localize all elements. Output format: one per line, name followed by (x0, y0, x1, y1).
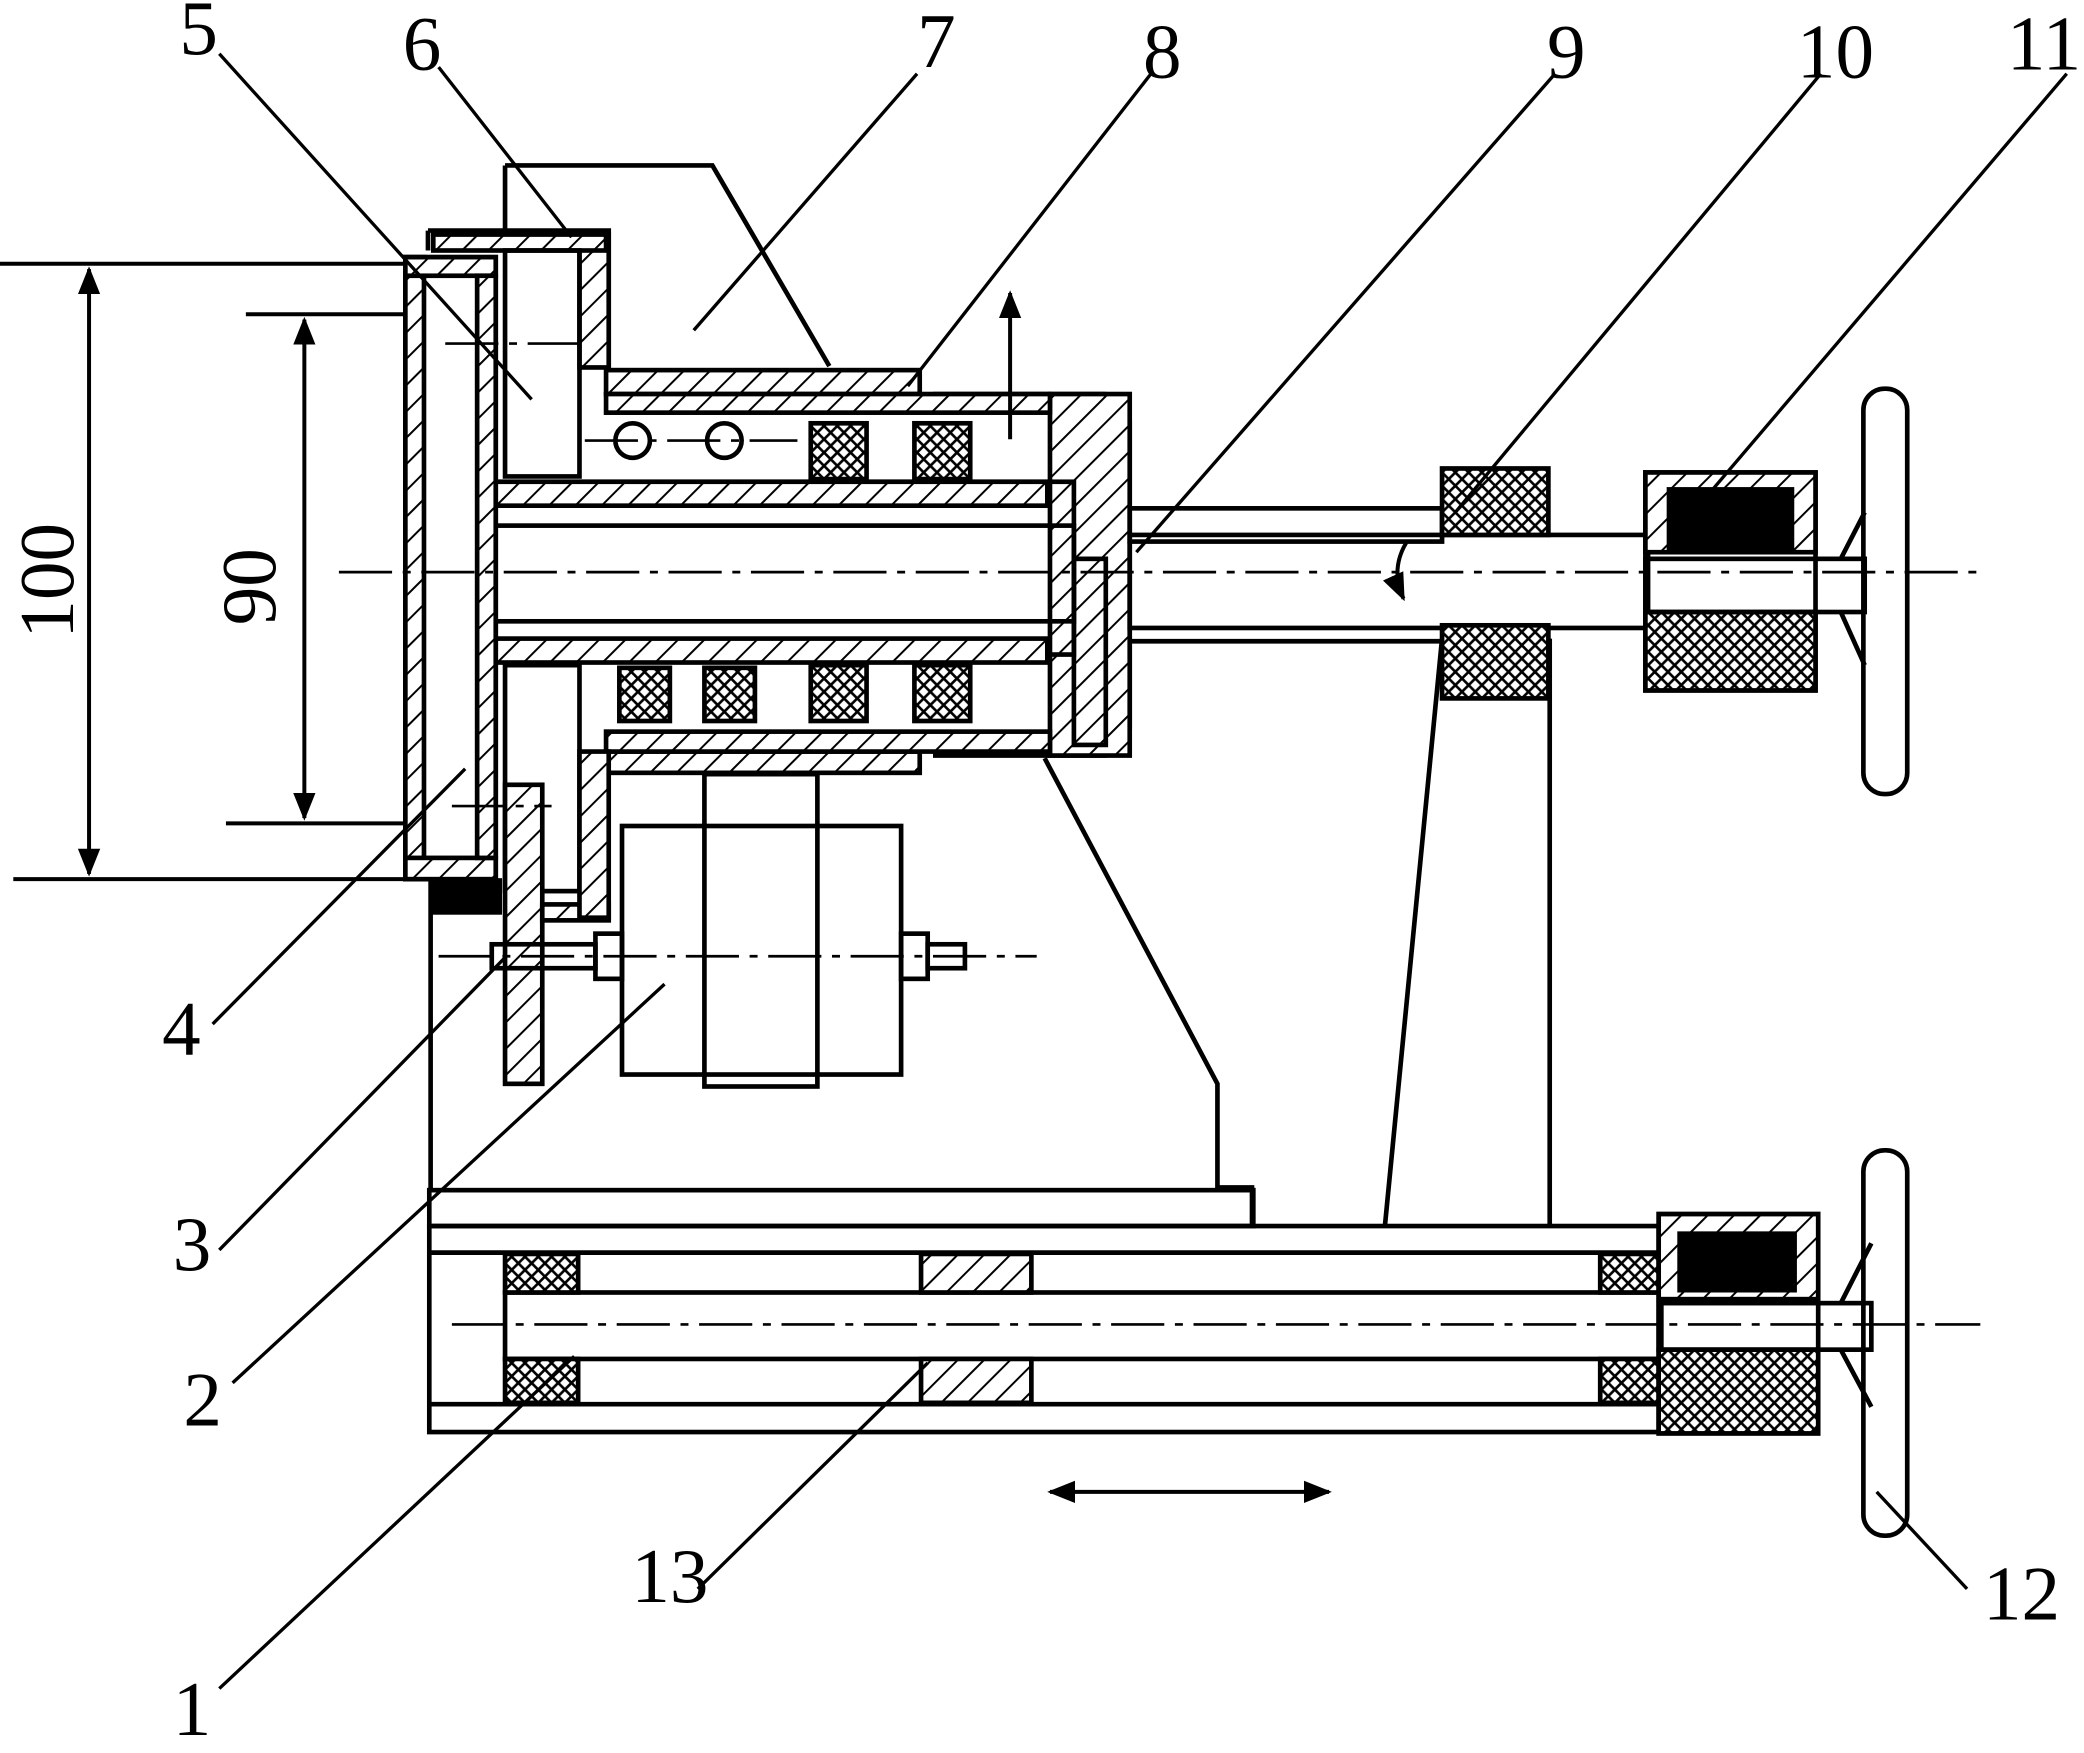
seal-ring-1 (808, 420, 869, 482)
spindle-sleeve-top (603, 367, 923, 397)
leader-9 (1135, 72, 1557, 554)
upper-handwheel (1861, 386, 1910, 797)
part-label-5: 5 (179, 0, 218, 71)
leader-10 (1454, 72, 1823, 514)
shaft-end-cap (1071, 556, 1109, 748)
leader-7 (692, 72, 919, 332)
drive-gear (502, 782, 545, 1087)
leader-2 (231, 982, 666, 1385)
leader-5 (218, 52, 533, 401)
leader-13 (696, 1361, 929, 1591)
spindle-sleeve-bottom (603, 749, 923, 776)
base-plate (426, 1187, 1256, 1229)
dimension-100-label: 100 (4, 523, 90, 639)
part-label-2: 2 (183, 1356, 222, 1442)
rotation-arrow (1382, 541, 1408, 602)
wheel-spacer (430, 878, 503, 915)
dimension-90-label: 90 (206, 548, 292, 625)
part-label-4: 4 (162, 986, 201, 1072)
part-label-12: 12 (1983, 1550, 2060, 1636)
output-shaft-main (1127, 532, 1651, 631)
leader-4 (211, 767, 467, 1026)
leader-11 (1706, 72, 2068, 497)
lower-handwheel-shaft (1656, 1300, 1874, 1352)
part-label-11: 11 (2007, 1, 2081, 87)
motor-body (619, 823, 904, 1077)
bracket-lower-leg (1042, 757, 1255, 1227)
screw-bearing-left-top (502, 1251, 581, 1295)
lower-handwheel (1861, 1147, 1910, 1539)
front-gear (502, 248, 582, 479)
part-label-3: 3 (173, 1201, 212, 1287)
upper-handwheel-shaft (1643, 556, 1868, 615)
upper-brake-shoe (1666, 487, 1795, 554)
column-support (1382, 638, 1553, 1227)
part-label-10: 10 (1797, 9, 1874, 95)
leader-8 (906, 72, 1153, 388)
part-label-1: 1 (173, 1666, 212, 1752)
part-label-13: 13 (631, 1533, 708, 1619)
shaft-bearing-top (1439, 466, 1551, 538)
bracket-outline (502, 163, 832, 368)
screw-bearing-right-top (1597, 1251, 1662, 1295)
screw-bearing-left-bottom (502, 1356, 581, 1406)
seal-ring-2 (912, 420, 973, 482)
part-label-9: 9 (1547, 9, 1586, 95)
leader-12 (1875, 1490, 1969, 1591)
part-label-7: 7 (917, 0, 956, 84)
leader-6 (437, 66, 573, 239)
slide-body (426, 1223, 1662, 1435)
leader-3 (218, 956, 507, 1252)
leader-1 (218, 1355, 576, 1690)
shaft-bearing-bottom (1439, 622, 1551, 701)
lead-screw-nut (918, 1251, 1034, 1295)
motor-stator (702, 771, 820, 1089)
part-label-8: 8 (1143, 9, 1182, 95)
part-label-6: 6 (403, 1, 442, 87)
lower-brake-shoe (1677, 1231, 1797, 1293)
screw-bearing-right-bottom (1597, 1356, 1662, 1406)
